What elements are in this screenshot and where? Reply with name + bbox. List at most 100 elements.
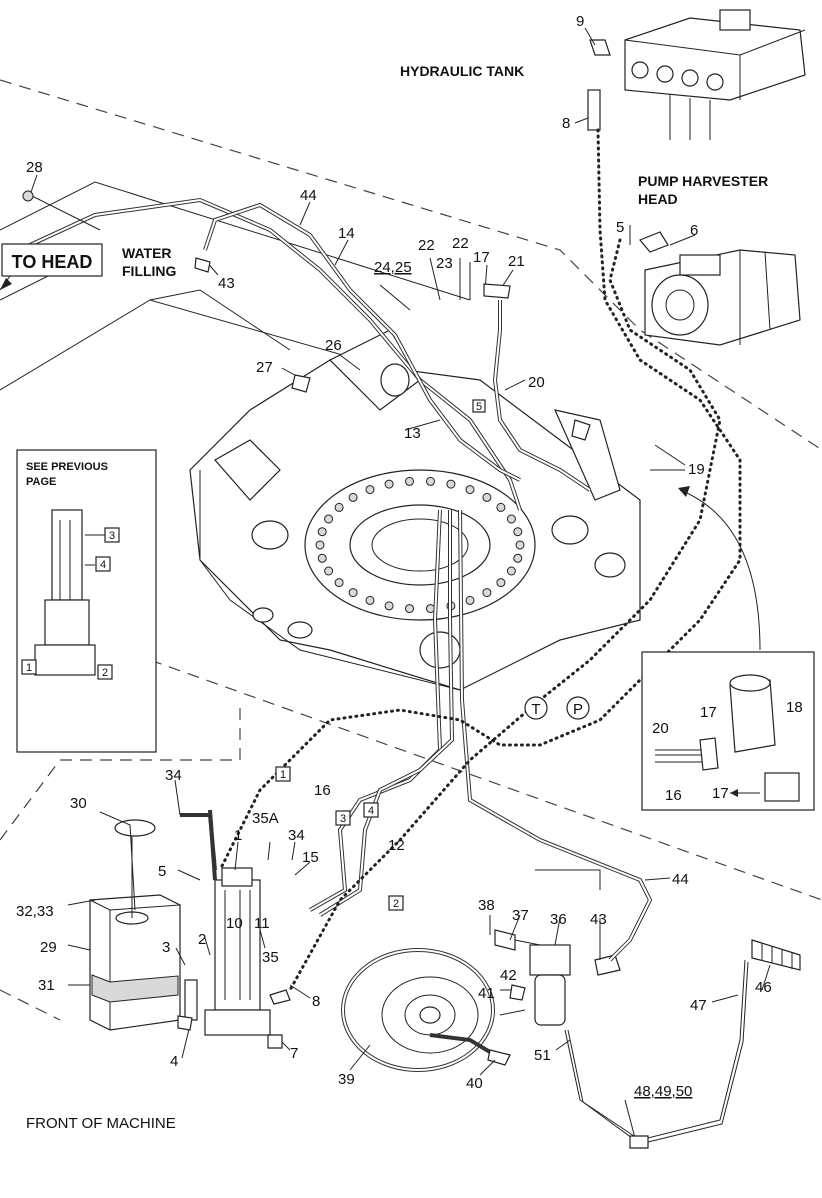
- hose-reel: [341, 948, 511, 1072]
- hoses: [29, 197, 749, 1145]
- pump-unit: [184, 867, 271, 1036]
- titles: HYDRAULIC TANK PUMP HARVESTER HEAD WATER…: [26, 63, 768, 1132]
- callout-27: 27: [256, 359, 273, 376]
- pump-harvester-label: PUMP HARVESTER: [638, 173, 768, 189]
- bolt: [317, 527, 327, 537]
- callout-42: 42: [500, 967, 517, 984]
- bolt: [496, 502, 506, 512]
- pump-head-label: HEAD: [638, 191, 678, 207]
- water-tank: [89, 819, 181, 1031]
- callout-47: 47: [690, 997, 707, 1014]
- callout-8-bottom: 8: [312, 993, 320, 1010]
- callout-29: 29: [40, 939, 57, 956]
- bolt: [348, 492, 358, 502]
- callout-48-49-50: 48,49,50: [634, 1083, 692, 1100]
- bolt: [426, 604, 435, 614]
- bolt: [315, 540, 325, 550]
- water-filling-label-2: FILLING: [122, 263, 177, 279]
- box-ref-4: 4: [368, 805, 374, 817]
- callout-20-main: 20: [528, 374, 545, 391]
- bolt: [348, 588, 358, 598]
- callout-15: 15: [302, 849, 319, 866]
- terminal-block: [751, 939, 801, 971]
- callout-20-inset: 20: [652, 720, 669, 737]
- callout-18: 18: [786, 699, 803, 716]
- inset-box-ref-2: 2: [102, 667, 108, 679]
- callout-1: 1: [234, 827, 242, 844]
- callout-40: 40: [466, 1075, 483, 1092]
- callout-17-inset-bottom: 17: [712, 785, 729, 802]
- circled-t: T: [531, 701, 540, 718]
- callout-31: 31: [38, 977, 55, 994]
- to-head-sign: TO HEAD: [0, 243, 103, 291]
- callout-3: 3: [162, 939, 170, 956]
- bolt: [317, 553, 327, 563]
- callout-43-bottom: 43: [590, 911, 607, 928]
- callout-2: 2: [198, 931, 206, 948]
- bolt: [482, 492, 492, 502]
- callout-8-top: 8: [562, 115, 570, 132]
- callout-44-bottom: 44: [672, 871, 689, 888]
- see-previous-inset: [16, 449, 157, 753]
- bolt: [426, 476, 435, 486]
- bolt: [513, 553, 523, 563]
- callout-51: 51: [534, 1047, 551, 1064]
- hydraulic-tank-label: HYDRAULIC TANK: [400, 63, 524, 79]
- callout-6: 6: [690, 222, 698, 239]
- bolt: [465, 595, 475, 605]
- callout-26: 26: [325, 337, 342, 354]
- bolt: [334, 502, 344, 512]
- bolt: [365, 595, 375, 605]
- bolt: [506, 514, 516, 524]
- callout-12: 12: [388, 837, 405, 854]
- box-ref-5: 5: [476, 401, 482, 413]
- callout-7: 7: [290, 1045, 298, 1062]
- box-ref-3: 3: [340, 813, 346, 825]
- callout-34-top: 34: [165, 767, 182, 784]
- arrow-to-valve: [678, 486, 761, 651]
- bolt: [506, 566, 516, 576]
- bolt: [365, 485, 375, 495]
- bolt-circle: [315, 476, 525, 614]
- callout-38: 38: [478, 897, 495, 914]
- detail-inset: [641, 651, 815, 811]
- callout-16-inset: 16: [665, 787, 682, 804]
- bolt: [384, 479, 394, 489]
- circled-refs: T P: [524, 696, 590, 720]
- see-previous-label-1: SEE PREVIOUS: [26, 461, 108, 473]
- turntable-frame: [189, 329, 641, 691]
- callout-24-25: 24,25: [374, 259, 412, 276]
- dotted-routes: [218, 128, 742, 992]
- callout-22-left: 22: [418, 237, 435, 254]
- callout-37: 37: [512, 907, 529, 924]
- callout-39: 39: [338, 1071, 355, 1088]
- circled-p: P: [573, 701, 583, 718]
- callout-34-right: 34: [288, 827, 305, 844]
- callouts: 9 8 28 44 14 22 22 24,25 23 17 21 43 26 …: [16, 13, 803, 1100]
- callout-28: 28: [26, 159, 43, 176]
- water-filling-label-1: WATER: [122, 245, 172, 261]
- bolt: [482, 588, 492, 598]
- callout-17-top: 17: [473, 249, 490, 266]
- callout-30: 30: [70, 795, 87, 812]
- bolt: [324, 514, 334, 524]
- callout-36: 36: [550, 911, 567, 928]
- box-ref-1: 1: [280, 769, 286, 781]
- inset-box-ref-4: 4: [100, 559, 106, 571]
- callout-16-main: 16: [314, 782, 331, 799]
- pump-harvester-head: [639, 231, 801, 346]
- bolt: [496, 578, 506, 588]
- front-of-machine-label: FRONT OF MACHINE: [26, 1115, 176, 1132]
- callout-19: 19: [688, 461, 705, 478]
- boxed-refs: 1 2 3 4 5 3 4 1 2: [21, 399, 486, 911]
- hydraulic-tank: [587, 9, 806, 140]
- bolt: [405, 604, 414, 614]
- inset-box-ref-1: 1: [26, 662, 32, 674]
- bolt: [334, 578, 344, 588]
- box-ref-2: 2: [393, 898, 399, 910]
- callout-17-inset-top: 17: [700, 704, 717, 721]
- callout-43-top: 43: [218, 275, 235, 292]
- callout-5-top: 5: [616, 219, 624, 236]
- callout-5-left: 5: [158, 863, 166, 880]
